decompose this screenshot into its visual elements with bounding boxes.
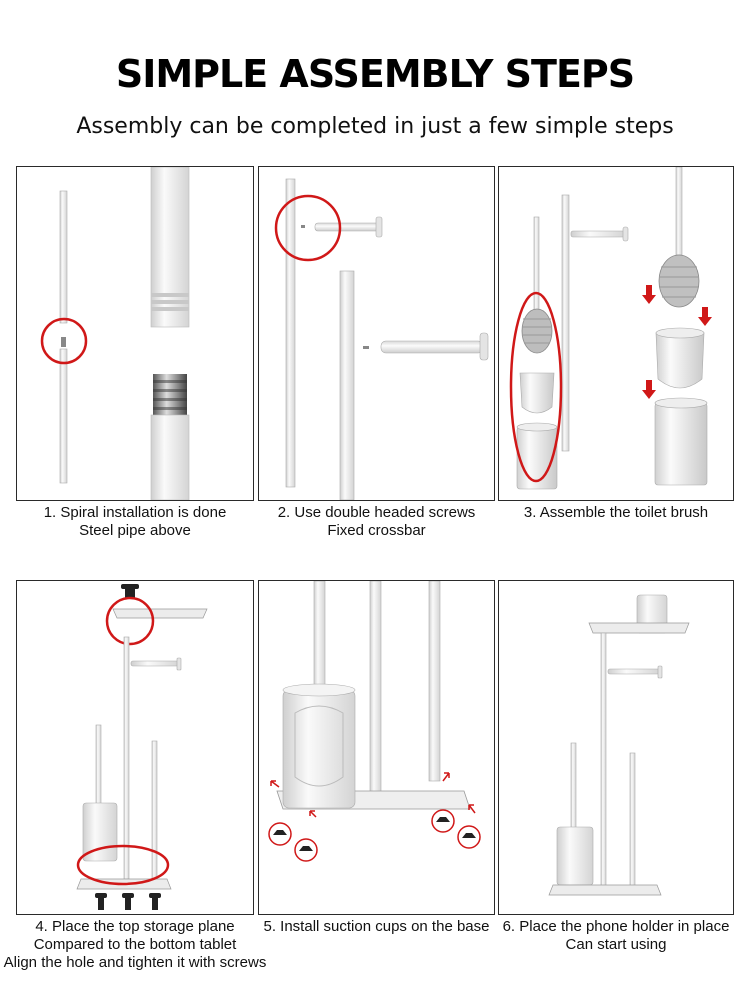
screw-icon xyxy=(149,893,161,898)
step-1-caption-line-2: Steel pipe above xyxy=(79,522,191,539)
arrow-icon xyxy=(270,780,280,788)
page-title: SIMPLE ASSEMBLY STEPS xyxy=(115,52,635,96)
arrow-icon xyxy=(442,772,450,782)
step-2-caption-line-2: Fixed crossbar xyxy=(327,522,426,539)
step-1-panel xyxy=(16,166,254,501)
step-4-caption-line-2: Compared to the bottom tablet xyxy=(33,936,237,953)
step-3-caption: 3. Assemble the toilet brush xyxy=(498,504,734,522)
suction-cup-icon xyxy=(462,833,476,838)
screw-icon xyxy=(125,587,135,599)
arrow-icon xyxy=(468,804,476,814)
step-5-caption: 5. Install suction cups on the base xyxy=(250,918,503,936)
step-5-illustration xyxy=(268,581,481,862)
step-2-caption-line-1: 2. Use double headed screws xyxy=(277,504,476,521)
screw-icon xyxy=(95,893,107,898)
step-4-caption-line-3: Align the hole and tighten it with screw… xyxy=(3,954,267,971)
arrow-down-icon xyxy=(642,380,656,399)
step-6-caption-line-2: Can start using xyxy=(565,936,667,953)
suction-cup-icon xyxy=(299,846,313,851)
step-5-caption-line-1: 5. Install suction cups on the base xyxy=(263,918,490,935)
suction-cup-icon xyxy=(436,817,450,822)
step-4-caption: 4. Place the top storage plane Compared … xyxy=(0,918,270,972)
arrow-down-icon xyxy=(642,285,656,304)
suction-cup-icon xyxy=(273,830,287,835)
step-4-illustration xyxy=(76,584,208,910)
step-2-panel xyxy=(258,166,495,501)
screw-icon xyxy=(122,893,134,898)
step-4-caption-line-1: 4. Place the top storage plane xyxy=(35,918,235,935)
arrow-icon xyxy=(309,810,317,818)
step-6-caption-line-1: 6. Place the phone holder in place xyxy=(502,918,730,935)
page-subtitle: Assembly can be completed in just a few … xyxy=(76,114,674,139)
step-3-illustration xyxy=(509,167,712,490)
step-2-caption: 2. Use double headed screws Fixed crossb… xyxy=(258,504,495,540)
step-4-panel xyxy=(16,580,254,915)
step-1-illustration xyxy=(40,167,190,500)
step-5-panel xyxy=(258,580,495,915)
step-3-caption-line-1: 3. Assemble the toilet brush xyxy=(523,504,709,521)
step-6-panel xyxy=(498,580,734,915)
step-1-caption: 1. Spiral installation is done Steel pip… xyxy=(16,504,254,540)
step-6-illustration xyxy=(548,594,690,896)
step-3-panel xyxy=(498,166,734,501)
step-2-illustration xyxy=(274,178,489,500)
step-6-caption: 6. Place the phone holder in place Can s… xyxy=(490,918,742,954)
step-1-caption-line-1: 1. Spiral installation is done xyxy=(43,504,227,521)
arrow-down-icon xyxy=(698,307,712,326)
